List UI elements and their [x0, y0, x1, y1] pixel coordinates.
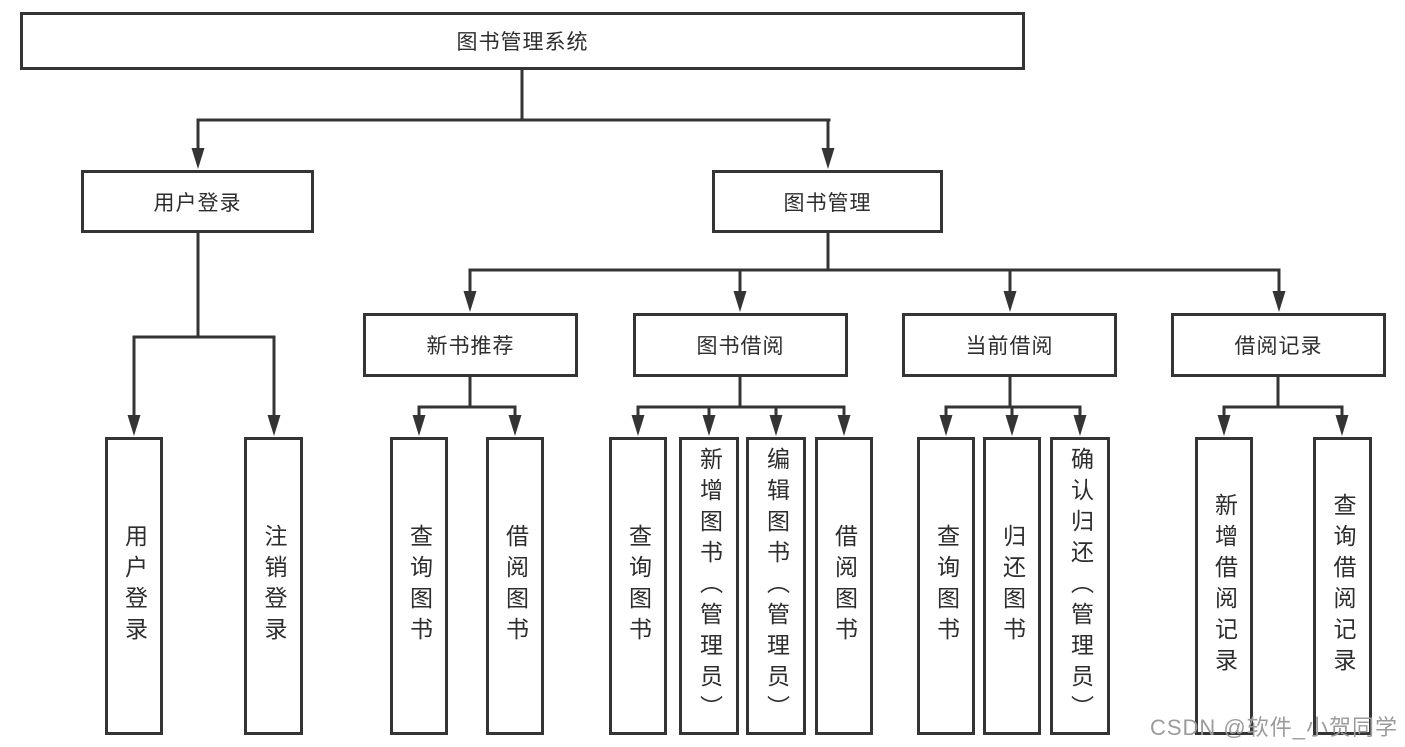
- leaf-query-book-2-label: 查询图书: [625, 524, 652, 648]
- leaf-query-book-3-label: 查询图书: [933, 524, 960, 648]
- node-new-book-recommend: 新书推荐: [363, 313, 578, 377]
- leaf-add-borrow-record: 新增借阅记录: [1195, 437, 1253, 735]
- leaf-query-book-1: 查询图书: [390, 437, 448, 735]
- leaf-user-login-label: 用户登录: [121, 524, 148, 648]
- csdn-watermark: CSDN @软件_小贺同学: [1149, 715, 1398, 740]
- leaf-borrow-book-1-label: 借阅图书: [502, 524, 529, 648]
- leaf-query-borrow-record-label: 查询借阅记录: [1330, 493, 1356, 679]
- leaf-return-book: 归还图书: [983, 437, 1041, 735]
- leaf-edit-book-admin-label: 编辑图书（管理员）: [763, 446, 790, 726]
- leaf-confirm-return-admin: 确认归还（管理员）: [1050, 437, 1110, 735]
- leaf-query-borrow-record: 查询借阅记录: [1313, 437, 1372, 735]
- leaf-add-book-admin-label: 新增图书（管理员）: [696, 446, 723, 726]
- node-borrow-records-label: 借阅记录: [1234, 335, 1323, 358]
- leaf-user-login: 用户登录: [105, 437, 163, 735]
- leaf-query-book-2: 查询图书: [609, 437, 667, 735]
- leaf-add-borrow-record-label: 新增借阅记录: [1211, 493, 1238, 679]
- node-root: 图书管理系统: [20, 12, 1025, 70]
- leaf-query-book-3: 查询图书: [917, 437, 975, 735]
- node-book-management: 图书管理: [712, 170, 943, 233]
- leaf-borrow-book-2: 借阅图书: [815, 437, 873, 735]
- leaf-edit-book-admin: 编辑图书（管理员）: [746, 437, 806, 735]
- node-user-login: 用户登录: [81, 170, 314, 233]
- node-book-borrow: 图书借阅: [633, 313, 848, 377]
- node-borrow-records: 借阅记录: [1171, 313, 1386, 377]
- leaf-query-book-1-label: 查询图书: [406, 524, 433, 648]
- leaf-add-book-admin: 新增图书（管理员）: [679, 437, 739, 735]
- arrowheads: [127, 148, 1349, 436]
- leaf-return-book-label: 归还图书: [999, 524, 1026, 648]
- node-book-borrow-label: 图书借阅: [696, 335, 785, 358]
- node-book-management-label: 图书管理: [783, 191, 872, 215]
- leaf-logout: 注销登录: [244, 437, 303, 735]
- node-root-label: 图书管理系统: [456, 31, 589, 54]
- leaf-logout-label: 注销登录: [261, 524, 287, 648]
- node-new-book-recommend-label: 新书推荐: [426, 335, 515, 358]
- node-current-borrow: 当前借阅: [902, 313, 1117, 377]
- node-user-login-label: 用户登录: [153, 191, 242, 215]
- leaf-confirm-return-admin-label: 确认归还（管理员）: [1067, 446, 1094, 726]
- leaf-borrow-book-1: 借阅图书: [486, 437, 544, 735]
- leaf-borrow-book-2-label: 借阅图书: [831, 524, 858, 648]
- node-current-borrow-label: 当前借阅: [965, 335, 1054, 358]
